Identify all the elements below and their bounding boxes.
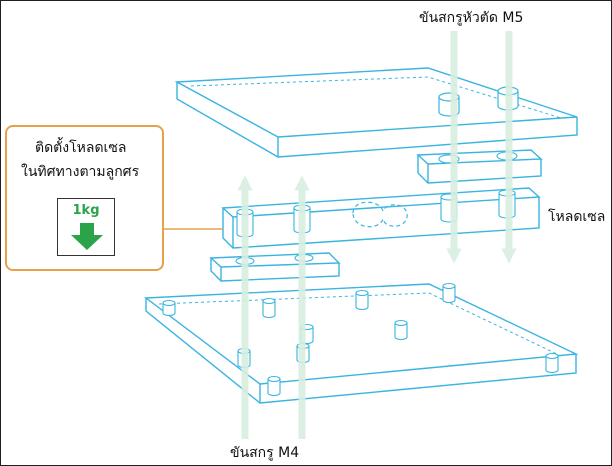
install-direction-callout: ติดตั้งโหลดเซล ในทิศทางตามลูกศร 1kg (5, 125, 164, 271)
screw-arrows (237, 31, 517, 439)
base-plate (144, 283, 579, 404)
top-plate (174, 67, 578, 158)
callout-line-1: ติดตั้งโหลดเซล (35, 140, 127, 156)
callout-line-2: ในทิศทางตามลูกศร (21, 164, 140, 180)
upper-spacer (416, 149, 543, 184)
load-cell-label: โหลดเซล (548, 209, 606, 225)
down-arrow-icon (71, 223, 103, 250)
weight-label: 1kg (72, 203, 100, 218)
lower-spacer (209, 252, 341, 282)
weight-box: 1kg (57, 198, 115, 256)
top-screw-label: ขันสกรูหัวตัด M5 (419, 10, 524, 26)
bottom-screw-label: ขันสกรู M4 (230, 445, 300, 461)
load-cell-body (221, 187, 541, 249)
